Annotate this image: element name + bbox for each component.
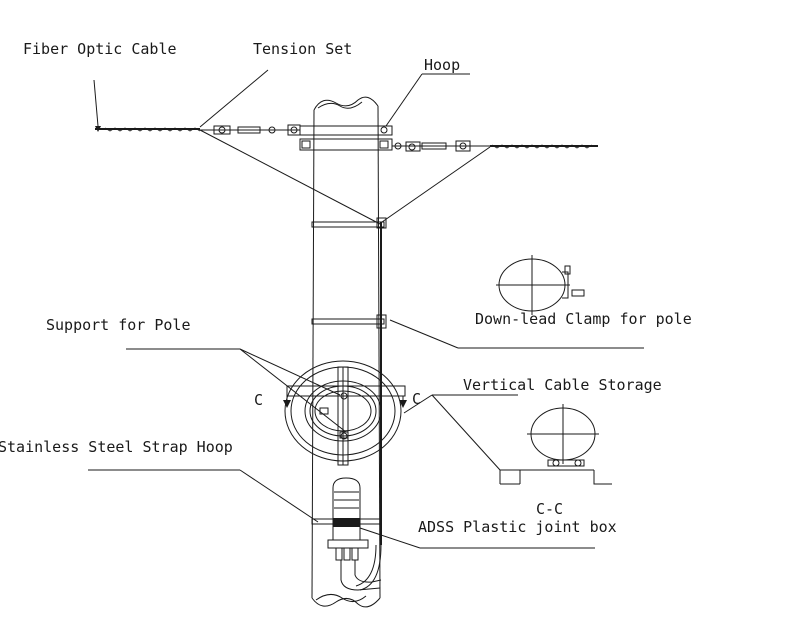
label-vertical-cable-storage: Vertical Cable Storage	[463, 376, 662, 394]
adss-joint-box	[327, 477, 382, 591]
leader-lines	[88, 69, 644, 549]
fiber-optic-cable-left	[95, 127, 381, 225]
label-section-c-left: C	[254, 391, 263, 409]
tension-set-right	[392, 140, 490, 152]
section-c-markers	[283, 396, 407, 408]
label-support-for-pole: Support for Pole	[46, 316, 191, 334]
label-stainless-steel-strap-hoop: Stainless Steel Strap Hoop	[0, 438, 233, 456]
pole-bands	[311, 221, 387, 525]
pole	[311, 96, 381, 608]
section-cc-lower	[499, 404, 612, 485]
section-cc-upper	[496, 255, 585, 315]
hoop-assembly	[299, 125, 393, 151]
down-lead-cable	[355, 217, 387, 591]
label-down-lead-clamp: Down-lead Clamp for pole	[475, 310, 692, 328]
fiber-optic-cable-right	[381, 144, 598, 223]
label-hoop: Hoop	[424, 56, 460, 74]
label-adss-plastic-joint-box: ADSS Plastic joint box	[418, 518, 617, 536]
label-tension-set: Tension Set	[253, 40, 352, 58]
label-section-c-right: C	[412, 390, 421, 408]
label-section-cc: C-C	[536, 500, 563, 518]
label-fiber-optic-cable: Fiber Optic Cable	[23, 40, 177, 58]
tension-set-left	[200, 124, 301, 136]
vertical-cable-storage	[284, 360, 406, 466]
